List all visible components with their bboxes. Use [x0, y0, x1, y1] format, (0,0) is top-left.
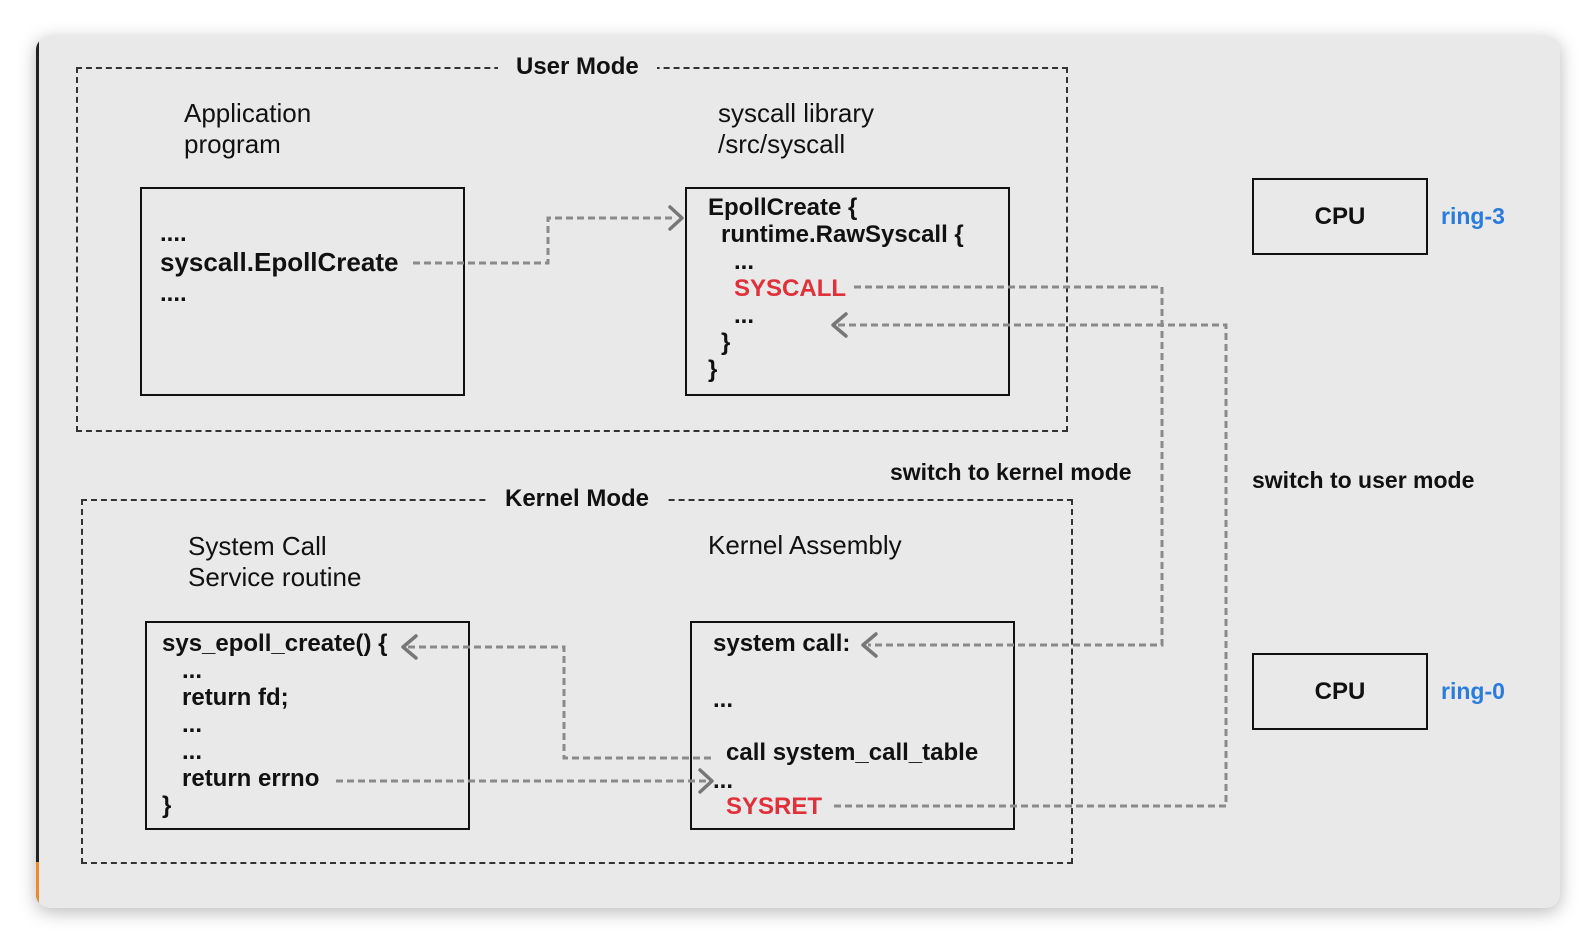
switch-to-user-note: switch to user mode	[1252, 467, 1475, 493]
svc-line-return-errno: return errno	[182, 765, 320, 792]
kernel-assembly-box	[690, 621, 1015, 830]
connector-app-to-lib	[413, 216, 676, 265]
svc-line-5: ...	[182, 738, 203, 765]
arrowhead-system-call	[861, 632, 878, 658]
lib-caption-line-1: syscall library	[718, 98, 875, 128]
application-program-box	[140, 187, 465, 396]
arrowhead-service	[401, 634, 418, 660]
service-caption-line-2: Service routine	[188, 562, 362, 592]
service-caption-line-1: System Call	[188, 531, 327, 561]
arrowhead-lib	[668, 205, 684, 231]
app-caption: Application program	[184, 98, 311, 160]
kernel-mode-title: Kernel Mode	[487, 485, 668, 513]
arrowhead-asm-return	[698, 768, 714, 794]
asm-line-2: ...	[713, 686, 734, 713]
lib-line-1: EpollCreate {	[708, 194, 858, 221]
app-caption-line-2: program	[184, 129, 281, 159]
svc-line-4: ...	[182, 711, 203, 738]
lib-caption-line-2: /src/syscall	[718, 129, 846, 159]
kernel-mode-zone: Kernel Mode	[81, 485, 1073, 864]
user-mode-zone: User Mode	[76, 53, 1068, 432]
lib-line-5: ...	[734, 302, 755, 329]
svc-line-7: }	[162, 792, 172, 819]
app-caption-line-1: Application	[184, 98, 312, 128]
connector-table-to-service	[408, 645, 711, 760]
lib-line-2: runtime.RawSyscall {	[721, 221, 964, 248]
ring3-label: ring-3	[1441, 203, 1505, 229]
lib-line-6: }	[721, 329, 731, 356]
ring0-label: ring-0	[1441, 678, 1505, 704]
arrowhead-user-return	[831, 312, 848, 338]
lib-caption: syscall library /src/syscall	[718, 98, 874, 160]
asm-line-4: ...	[713, 767, 734, 794]
lib-line-3: ...	[734, 248, 755, 275]
connector-sysret-to-user	[834, 323, 1228, 808]
connector-syscall-to-kernel	[854, 285, 1164, 647]
app-line-dots-1: ....	[160, 220, 187, 247]
cpu-box-ring3: CPU	[1252, 178, 1428, 255]
card-accent-mark	[36, 862, 39, 908]
svc-line-return-fd: return fd;	[182, 684, 289, 711]
svc-line-1: sys_epoll_create() {	[162, 630, 388, 657]
app-line-call: syscall.EpollCreate	[160, 247, 399, 277]
diagram-card: User Mode Application program syscall li…	[36, 36, 1560, 908]
lib-line-syscall: SYSCALL	[734, 275, 847, 302]
asm-line-system-call: system call:	[713, 630, 851, 657]
lib-line-7: }	[708, 356, 718, 383]
switch-to-kernel-note: switch to kernel mode	[890, 459, 1132, 485]
cpu-box-ring0: CPU	[1252, 653, 1428, 730]
svc-line-2: ...	[182, 657, 203, 684]
service-routine-box	[145, 621, 470, 830]
asm-caption: Kernel Assembly	[708, 530, 902, 560]
card-left-edge	[36, 36, 39, 908]
connector-layer	[336, 205, 1228, 808]
syscall-library-box	[685, 187, 1010, 396]
user-mode-title: User Mode	[498, 53, 657, 81]
app-line-dots-2: ....	[160, 280, 187, 307]
service-caption: System Call Service routine	[188, 531, 361, 593]
asm-line-call-table: call system_call_table	[726, 739, 979, 766]
asm-line-sysret: SYSRET	[726, 793, 823, 820]
